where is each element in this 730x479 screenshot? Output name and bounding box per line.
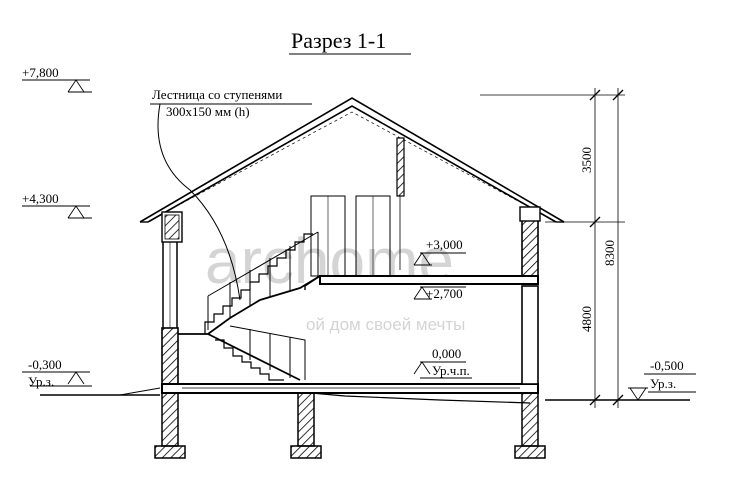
drawing-title: Разрез 1-1 [291, 28, 386, 53]
watermark-slogan: ой дом своей мечты [306, 315, 465, 334]
level-floor2: +3,000 [426, 237, 463, 252]
left-wall [161, 230, 179, 385]
stair-leader [150, 103, 312, 301]
eaves-right [519, 206, 541, 222]
level-eaves: +4,300 [22, 191, 59, 206]
staircase [178, 231, 321, 381]
level-floor1-caption: Ур.ч.п. [432, 363, 470, 378]
level-ground-right-caption: Ур.з. [650, 376, 676, 391]
level-markers-right [628, 373, 696, 401]
level-ceiling1: +2,700 [426, 286, 463, 301]
eaves-left [161, 211, 183, 243]
dim-total-height: 8300 [602, 240, 617, 266]
level-floor1: 0,000 [432, 346, 461, 361]
floor-slab [161, 383, 539, 394]
stair-note-line1: Лестница со ступенями [152, 87, 282, 102]
level-ground-left: -0,300 [28, 357, 62, 372]
level-markers-inner [413, 252, 472, 379]
stair-note-line2: 300х150 мм (h) [166, 104, 250, 119]
right-wall [521, 219, 539, 385]
ridge-post [396, 137, 405, 270]
level-ground-left-caption: Ур.з. [28, 374, 54, 389]
level-ground-right: -0,500 [650, 358, 684, 373]
level-markers-left [22, 79, 92, 387]
level-ridge: +7,800 [22, 65, 59, 80]
foundation [154, 392, 546, 459]
dimension-lines [480, 88, 625, 408]
roof [139, 97, 565, 223]
ground-left [40, 387, 161, 396]
dim-roof-height: 3500 [579, 147, 594, 173]
dim-floor-height: 4800 [579, 306, 594, 332]
attic-doors [310, 195, 391, 277]
